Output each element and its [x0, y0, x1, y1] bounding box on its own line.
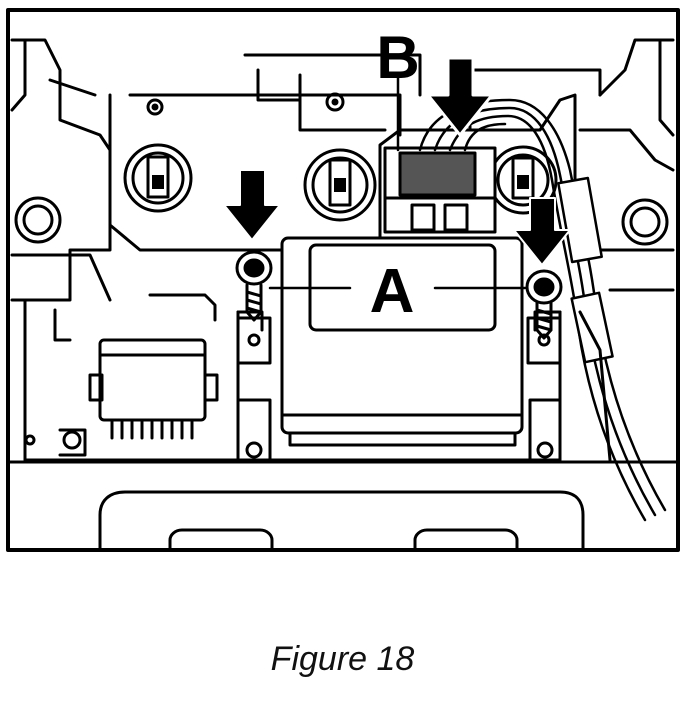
arrow-screw-right	[513, 197, 571, 266]
callout-b-label: B	[376, 24, 419, 91]
callout-a-label: A	[370, 257, 415, 326]
mounting-screw-right	[525, 269, 563, 340]
wiring-connector	[383, 146, 497, 234]
upper-panel	[108, 53, 602, 252]
mounting-screw-left	[235, 250, 273, 322]
left-side-bracket	[10, 38, 112, 302]
arrow-screw-left	[223, 169, 281, 241]
lower-left-structure	[23, 293, 612, 462]
right-side-bracket	[578, 38, 675, 292]
bottom-trim-panel	[6, 460, 680, 552]
bulb-socket-left	[123, 143, 193, 213]
figure-frame	[6, 8, 680, 552]
wiring-harness	[418, 98, 667, 522]
figure-caption: Figure 18	[270, 640, 415, 678]
relay-block	[88, 338, 219, 440]
arrow-connector	[426, 56, 494, 137]
bulb-socket-center	[303, 148, 377, 222]
